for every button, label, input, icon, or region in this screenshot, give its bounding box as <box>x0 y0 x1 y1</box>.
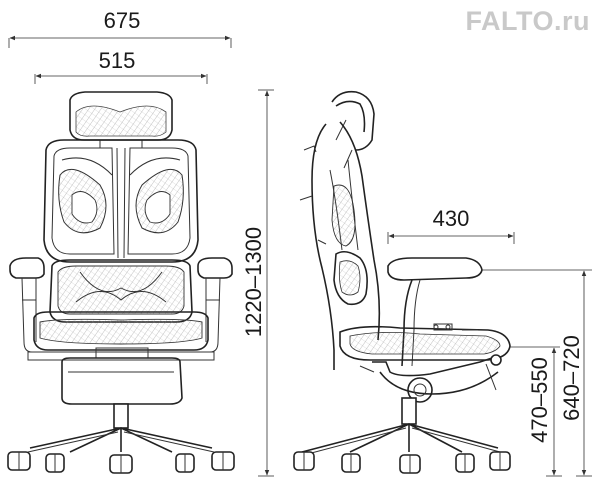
dimension-overall-height: 1220–1300 <box>241 89 274 477</box>
dimension-seat-height: 470–550 <box>510 346 562 477</box>
label-overall-width: 675 <box>104 8 141 33</box>
label-arm-depth: 430 <box>433 206 470 231</box>
label-arm-height: 640–720 <box>559 335 584 421</box>
chair-front-view <box>7 91 235 474</box>
label-seat-width: 515 <box>99 48 136 73</box>
dimension-seat-width: 515 <box>34 48 208 84</box>
dimension-arm-depth: 430 <box>387 206 515 244</box>
caster-wheels-side <box>293 451 511 474</box>
dimension-arm-height: 640–720 <box>482 269 592 477</box>
brand-watermark: FALTO.ru <box>466 6 591 36</box>
label-overall-height: 1220–1300 <box>241 227 266 337</box>
caster-wheels <box>7 451 235 474</box>
label-seat-height: 470–550 <box>527 357 552 443</box>
dimension-overall-width: 675 <box>8 8 232 48</box>
chair-side-view <box>293 90 511 474</box>
